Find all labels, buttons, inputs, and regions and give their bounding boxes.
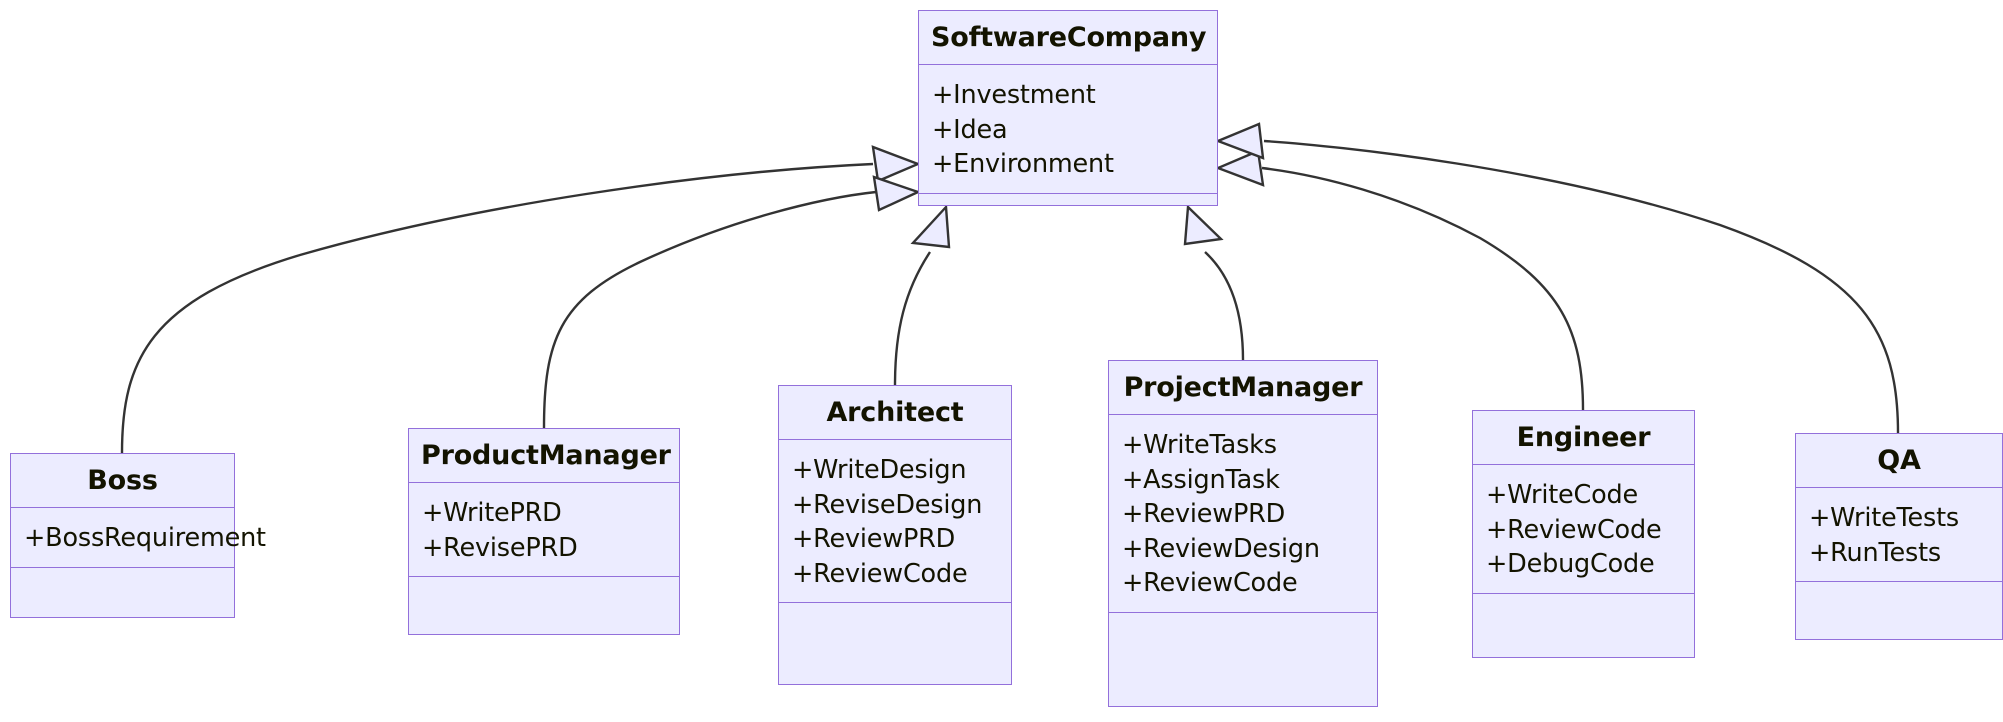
attributes-compartment-softwarecompany: +Investment +Idea +Environment: [919, 65, 1217, 193]
methods-compartment-boss: [11, 568, 234, 613]
attributes-compartment-projectmanager: +WriteTasks +AssignTask +ReviewPRD +Revi…: [1109, 415, 1377, 612]
attribute-item: +AssignTask: [1122, 464, 1280, 495]
attribute-item: +WriteDesign: [792, 455, 967, 485]
attribute-item: +ReviewCode: [1122, 568, 1298, 598]
class-node-engineer[interactable]: Engineer +WriteCode +ReviewCode +DebugCo…: [1472, 410, 1695, 658]
attribute-item: +ReviewCode: [792, 558, 968, 589]
methods-compartment-qa: [1796, 582, 2002, 627]
methods-compartment-engineer: [1473, 594, 1694, 639]
class-title-projectmanager: ProjectManager: [1123, 372, 1363, 403]
compartment-divider: [11, 507, 234, 508]
methods-compartment-productmanager: [409, 577, 679, 622]
attributes-compartment-boss: +BossRequirement: [11, 508, 266, 567]
compartment-divider: [1109, 611, 1377, 613]
arrowhead-boss: [871, 145, 922, 183]
attributes-compartment-engineer: +WriteCode +ReviewCode +DebugCode: [1473, 465, 1694, 593]
methods-compartment-projectmanager: [1109, 613, 1377, 658]
class-title-boss: Boss: [87, 465, 158, 496]
attribute-item: +WriteTasks: [1122, 430, 1277, 460]
class-node-architect[interactable]: Architect +WriteDesign +ReviseDesign +Re…: [778, 385, 1012, 685]
class-title-productmanager: ProductManager: [421, 440, 671, 471]
compartment-divider: [779, 602, 1011, 603]
class-node-qa[interactable]: QA +WriteTests +RunTests: [1795, 433, 2003, 640]
class-title-softwarecompany: SoftwareCompany: [931, 22, 1207, 53]
compartment-divider: [11, 566, 234, 568]
attribute-item: +RunTests: [1809, 537, 1941, 568]
compartment-divider: [919, 192, 1217, 194]
attribute-item: +ReviewPRD: [792, 524, 956, 554]
attribute-item: +Idea: [932, 114, 1008, 145]
compartment-divider: [1109, 414, 1377, 415]
attribute-item: +ReviseDesign: [792, 489, 983, 520]
attribute-item: +WriteTests: [1809, 503, 1959, 533]
attribute-item: +WritePRD: [422, 498, 562, 528]
class-node-projectmanager[interactable]: ProjectManager +WriteTasks +AssignTask +…: [1108, 360, 1378, 707]
compartment-divider: [779, 439, 1011, 440]
class-title-engineer: Engineer: [1516, 422, 1651, 453]
attributes-compartment-architect: +WriteDesign +ReviseDesign +ReviewPRD +R…: [779, 440, 1011, 602]
class-node-boss[interactable]: Boss +BossRequirement: [10, 453, 266, 618]
attribute-item: +BossRequirement: [24, 523, 266, 553]
compartment-divider: [1796, 487, 2002, 488]
attribute-item: +RevisePRD: [422, 532, 578, 563]
arrowhead-engineer: [1214, 149, 1265, 187]
class-title-qa: QA: [1877, 445, 1921, 476]
class-title-architect: Architect: [826, 397, 964, 428]
edge-boss-to-softwarecompany: [120, 162, 874, 454]
attribute-item: +ReviewCode: [1486, 514, 1662, 545]
attribute-item: +ReviewPRD: [1122, 499, 1286, 529]
class-node-softwarecompany[interactable]: SoftwareCompany +Investment +Idea +Envir…: [918, 10, 1218, 206]
attribute-item: +ReviewDesign: [1122, 533, 1320, 564]
attribute-item: +Environment: [932, 149, 1114, 179]
arrowhead-qa: [1214, 122, 1265, 160]
compartment-divider: [409, 482, 679, 483]
edge-projectmanager-to-softwarecompany: [1204, 251, 1245, 361]
attributes-compartment-qa: +WriteTests +RunTests: [1796, 488, 2002, 581]
class-node-productmanager[interactable]: ProductManager +WritePRD +RevisePRD: [408, 428, 680, 635]
methods-compartment-architect: [779, 603, 1011, 648]
compartment-divider: [409, 576, 679, 577]
compartment-divider: [919, 64, 1217, 65]
attribute-item: +DebugCode: [1486, 549, 1655, 579]
attribute-item: +Investment: [932, 80, 1096, 110]
attribute-item: +WriteCode: [1486, 480, 1638, 510]
methods-compartment-softwarecompany: [919, 194, 1217, 218]
arrowhead-productmanager: [872, 175, 922, 212]
compartment-divider: [1473, 592, 1694, 594]
compartment-divider: [1796, 581, 2002, 582]
edge-architect-to-softwarecompany: [893, 251, 932, 386]
attributes-compartment-productmanager: +WritePRD +RevisePRD: [409, 483, 679, 576]
compartment-divider: [1473, 464, 1694, 465]
